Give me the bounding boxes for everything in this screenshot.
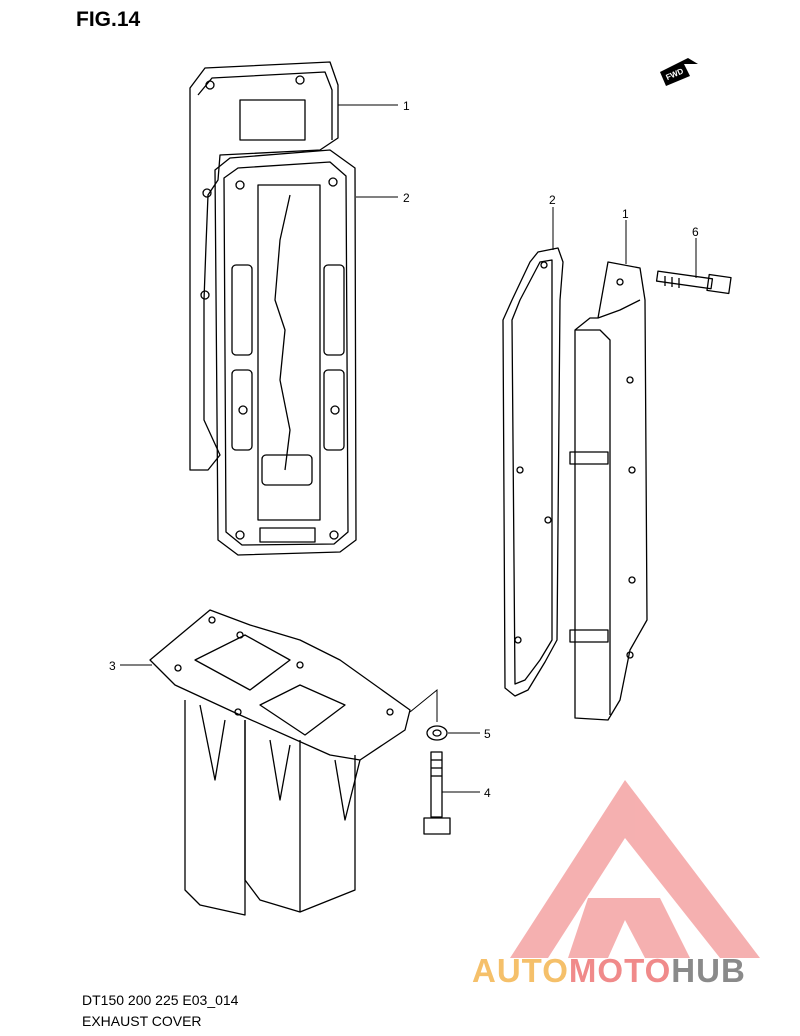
callout-1-side: 1 — [622, 207, 629, 221]
fwd-arrow: FWD — [660, 58, 698, 86]
part-5-washer — [426, 725, 448, 741]
callout-4: 4 — [484, 786, 491, 800]
callout-2-side: 2 — [549, 193, 556, 207]
callout-3: 3 — [109, 659, 116, 673]
callout-leaders — [120, 104, 697, 793]
part-4-bolt — [423, 751, 451, 835]
callout-2-front: 2 — [403, 191, 410, 205]
watermark-part1: AUTO — [472, 952, 569, 989]
part-3-exhaust-tube — [149, 609, 411, 916]
callout-1-front: 1 — [403, 99, 410, 113]
caption-name: EXHAUST COVER — [82, 1013, 202, 1029]
part-6-bolt — [655, 270, 732, 295]
watermark-part3: HUB — [671, 952, 746, 989]
callout-6: 6 — [692, 225, 699, 239]
figure-title: FIG.14 — [76, 8, 141, 31]
watermark-text: AUTOMOTOHUB — [472, 952, 746, 990]
part-1-exhaust-cover-side — [569, 261, 648, 721]
callout-5: 5 — [484, 727, 491, 741]
part-2-gasket-front — [214, 149, 357, 556]
caption-model: DT150 200 225 E03_014 — [82, 992, 239, 1008]
watermark-part2: MOTO — [568, 952, 672, 989]
watermark-logo — [510, 780, 760, 958]
part-2-gasket-side — [502, 247, 564, 697]
part-1-exhaust-cover-front — [189, 61, 339, 471]
